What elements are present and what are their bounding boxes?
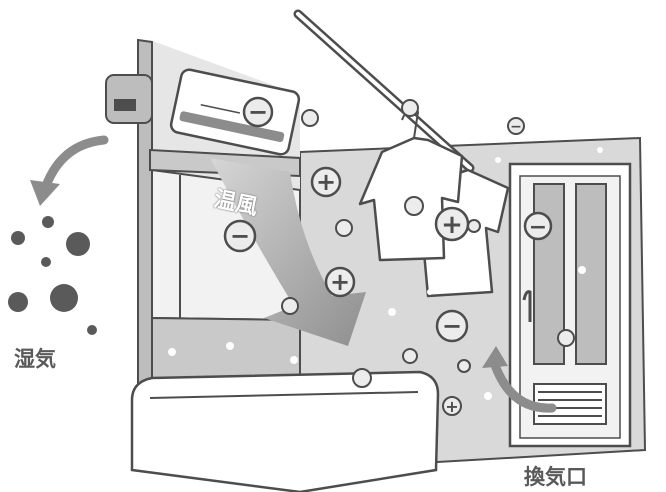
svg-text:−: − xyxy=(230,222,250,250)
negative-ion: − xyxy=(225,221,255,251)
wall-unit-grille xyxy=(114,99,136,111)
negative-ion: − xyxy=(525,213,551,240)
svg-text:+: + xyxy=(445,397,458,416)
svg-text:−: − xyxy=(442,312,462,340)
svg-text:−: − xyxy=(529,215,547,240)
svg-text:+: + xyxy=(316,168,336,196)
positive-ion: + xyxy=(326,268,354,296)
humidity-arrow xyxy=(46,140,104,186)
clothes-rod-inner xyxy=(298,14,470,168)
svg-text:−: − xyxy=(510,119,522,135)
moisture-droplets xyxy=(8,216,97,335)
negative-ion: − xyxy=(244,98,272,126)
svg-text:+: + xyxy=(441,210,463,240)
humidity-label: 湿気 xyxy=(14,343,56,373)
positive-ion: + xyxy=(312,168,340,196)
svg-text:−: − xyxy=(248,98,268,126)
negative-ion: − xyxy=(508,118,524,135)
humidity-arrowhead xyxy=(30,180,60,206)
svg-text:+: + xyxy=(330,268,350,296)
bathtub xyxy=(132,372,438,492)
positive-ion: + xyxy=(443,397,461,416)
ventilation-port-label: 換気口 xyxy=(524,461,587,491)
negative-ion: − xyxy=(437,311,467,341)
positive-ion: + xyxy=(436,208,468,240)
